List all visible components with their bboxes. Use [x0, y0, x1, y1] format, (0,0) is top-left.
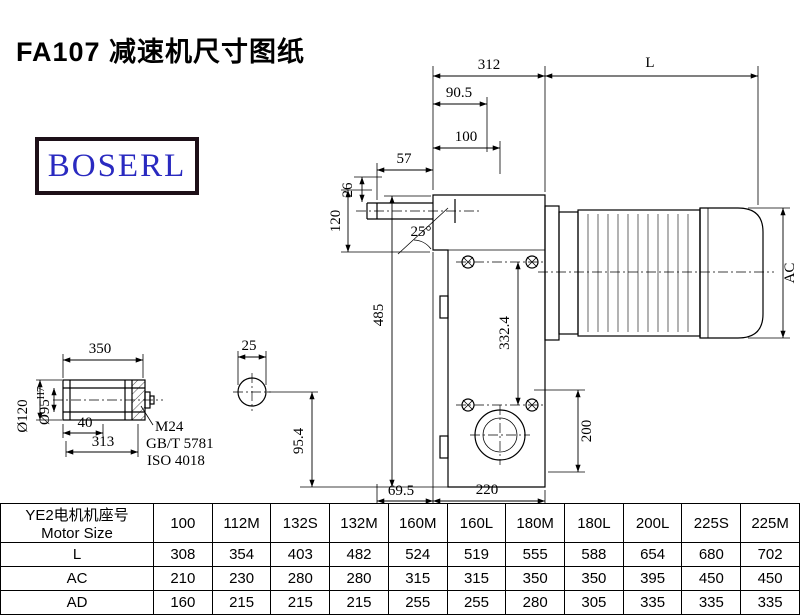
cell: 305 — [564, 590, 624, 615]
cell: 230 — [211, 566, 272, 591]
dim-200: 200 — [579, 420, 595, 443]
dim-90-5: 90.5 — [446, 85, 472, 101]
cell: 280 — [270, 566, 331, 591]
dim-25deg: 25° — [411, 224, 432, 240]
boserl-logo: BOSERL — [35, 137, 199, 195]
dim-dia95: Ø95H7 — [36, 387, 53, 425]
row-label: AC — [0, 566, 154, 591]
col-header: 100 — [153, 503, 213, 543]
dim-485: 485 — [371, 304, 387, 327]
table-row-AD: AD 160 215 215 215 255 255 280 305 335 3… — [0, 590, 800, 615]
cell: 680 — [681, 542, 742, 567]
cell: 588 — [564, 542, 624, 567]
cell: 350 — [564, 566, 624, 591]
dim-69-5: 69.5 — [388, 483, 414, 499]
logo-text: BOSERL — [47, 147, 187, 184]
cell: 308 — [153, 542, 213, 567]
col-header: 200L — [622, 503, 683, 543]
cell: 350 — [505, 566, 566, 591]
cell: 555 — [505, 542, 566, 567]
dim-220: 220 — [476, 482, 499, 498]
standard-gbt-label: GB/T 5781 — [146, 436, 214, 452]
cell: 335 — [681, 590, 742, 615]
dimensions-main: 312 L 90.5 100 57 26 120 485 332.4 — [267, 55, 798, 505]
gearbox-housing — [432, 194, 546, 488]
cell: 215 — [270, 590, 331, 615]
dim-dia120: Ø120 — [15, 399, 31, 432]
cell: 395 — [622, 566, 683, 591]
output-bore — [470, 405, 530, 465]
col-header: 132S — [270, 503, 331, 543]
cell: 315 — [446, 566, 507, 591]
dimension-drawing: 25° 312 L 90.5 — [15, 55, 798, 505]
page-title: FA107 减速机尺寸图纸 — [16, 37, 306, 68]
dim-L: L — [645, 55, 654, 71]
cell: 403 — [270, 542, 331, 567]
dim-25: 25 — [242, 338, 257, 354]
row-label: L — [0, 542, 154, 567]
cell: 255 — [387, 590, 448, 615]
motor-size-header-cn: YE2电机机座号 — [25, 507, 129, 524]
cell: 354 — [211, 542, 272, 567]
table-row-AC: AC 210 230 280 280 315 315 350 350 395 4… — [0, 566, 800, 591]
cell: 524 — [387, 542, 448, 567]
thread-label: M24 — [155, 419, 184, 435]
table-row-L: L 308 354 403 482 524 519 555 588 654 68… — [0, 542, 800, 567]
dia95-value: Ø95 — [37, 399, 53, 425]
row-label: AD — [0, 590, 154, 615]
col-header: 160M — [387, 503, 448, 543]
spec-table: YE2电机机座号 Motor Size 100 112M 132S 132M 1… — [0, 503, 800, 615]
col-header: 225M — [740, 503, 800, 543]
cell: 654 — [622, 542, 683, 567]
dia95-tolerance: H7 — [36, 387, 47, 399]
dim-312: 312 — [478, 57, 501, 73]
cell: 702 — [740, 542, 800, 567]
cell: 450 — [681, 566, 742, 591]
cell: 280 — [505, 590, 566, 615]
col-header: 112M — [211, 503, 272, 543]
col-header: 180M — [505, 503, 566, 543]
dim-350: 350 — [89, 341, 112, 357]
cell: 215 — [329, 590, 389, 615]
dim-313: 313 — [92, 434, 115, 450]
col-header: 160L — [446, 503, 507, 543]
cell: 280 — [329, 566, 389, 591]
shaft-side-view: 350 Ø120 Ø95H7 40 313 M24 GB/T 5781 — [15, 338, 271, 469]
angle-annotation: 25° — [397, 207, 449, 255]
cell: 160 — [153, 590, 213, 615]
cell: 335 — [740, 590, 800, 615]
cell: 519 — [446, 542, 507, 567]
cell: 482 — [329, 542, 389, 567]
cell: 215 — [211, 590, 272, 615]
motor-size-header-en: Motor Size — [41, 525, 113, 542]
cell: 255 — [446, 590, 507, 615]
cell: 315 — [387, 566, 448, 591]
dim-95-4: 95.4 — [291, 427, 307, 454]
input-shaft — [356, 199, 480, 223]
cell: 210 — [153, 566, 213, 591]
col-header: 180L — [564, 503, 624, 543]
dim-332-4: 332.4 — [497, 316, 513, 350]
col-header: 225S — [681, 503, 742, 543]
motor — [538, 205, 774, 341]
dim-100: 100 — [455, 129, 478, 145]
dim-40: 40 — [78, 415, 93, 431]
dim-120: 120 — [328, 210, 344, 233]
dim-AC: AC — [782, 263, 798, 284]
cell: 335 — [622, 590, 683, 615]
cell: 450 — [740, 566, 800, 591]
dim-57: 57 — [397, 151, 413, 167]
col-header: 132M — [329, 503, 389, 543]
standard-iso-label: ISO 4018 — [147, 453, 205, 469]
motor-size-header: YE2电机机座号 Motor Size — [0, 503, 154, 543]
table-header-row: YE2电机机座号 Motor Size 100 112M 132S 132M 1… — [0, 503, 800, 543]
